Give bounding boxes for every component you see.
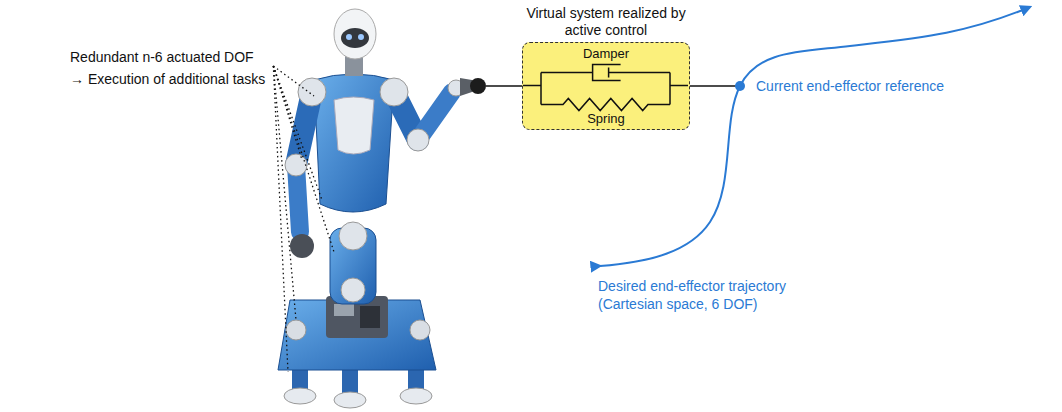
leader-line bbox=[273, 66, 288, 372]
leader-line bbox=[273, 66, 322, 200]
symbol-label: Spring bbox=[523, 111, 689, 127]
coupling-line bbox=[486, 85, 522, 87]
box-heading: Virtual system realized by active contro… bbox=[511, 5, 701, 39]
symbol-label: Damper bbox=[523, 46, 689, 62]
robot-arm bbox=[285, 78, 326, 258]
robot-arm bbox=[380, 78, 486, 151]
leader-line bbox=[273, 66, 314, 96]
coupling-line bbox=[690, 85, 736, 87]
mobile-base bbox=[278, 296, 436, 408]
annotation-text: Redundant n-6 actuated DOF bbox=[70, 48, 254, 66]
reference-dot bbox=[735, 81, 745, 91]
virtual-system-box: Virtual system realized by active contro… bbox=[522, 42, 690, 130]
annotation-text: → Execution of additional tasks bbox=[70, 70, 265, 88]
trajectory-label: Desired end-effector trajectory (Cartesi… bbox=[598, 277, 823, 313]
leader-line bbox=[273, 66, 296, 320]
reference-label: Current end-effector reference bbox=[756, 77, 944, 95]
leader-line bbox=[273, 66, 334, 252]
robot-head bbox=[334, 9, 376, 59]
